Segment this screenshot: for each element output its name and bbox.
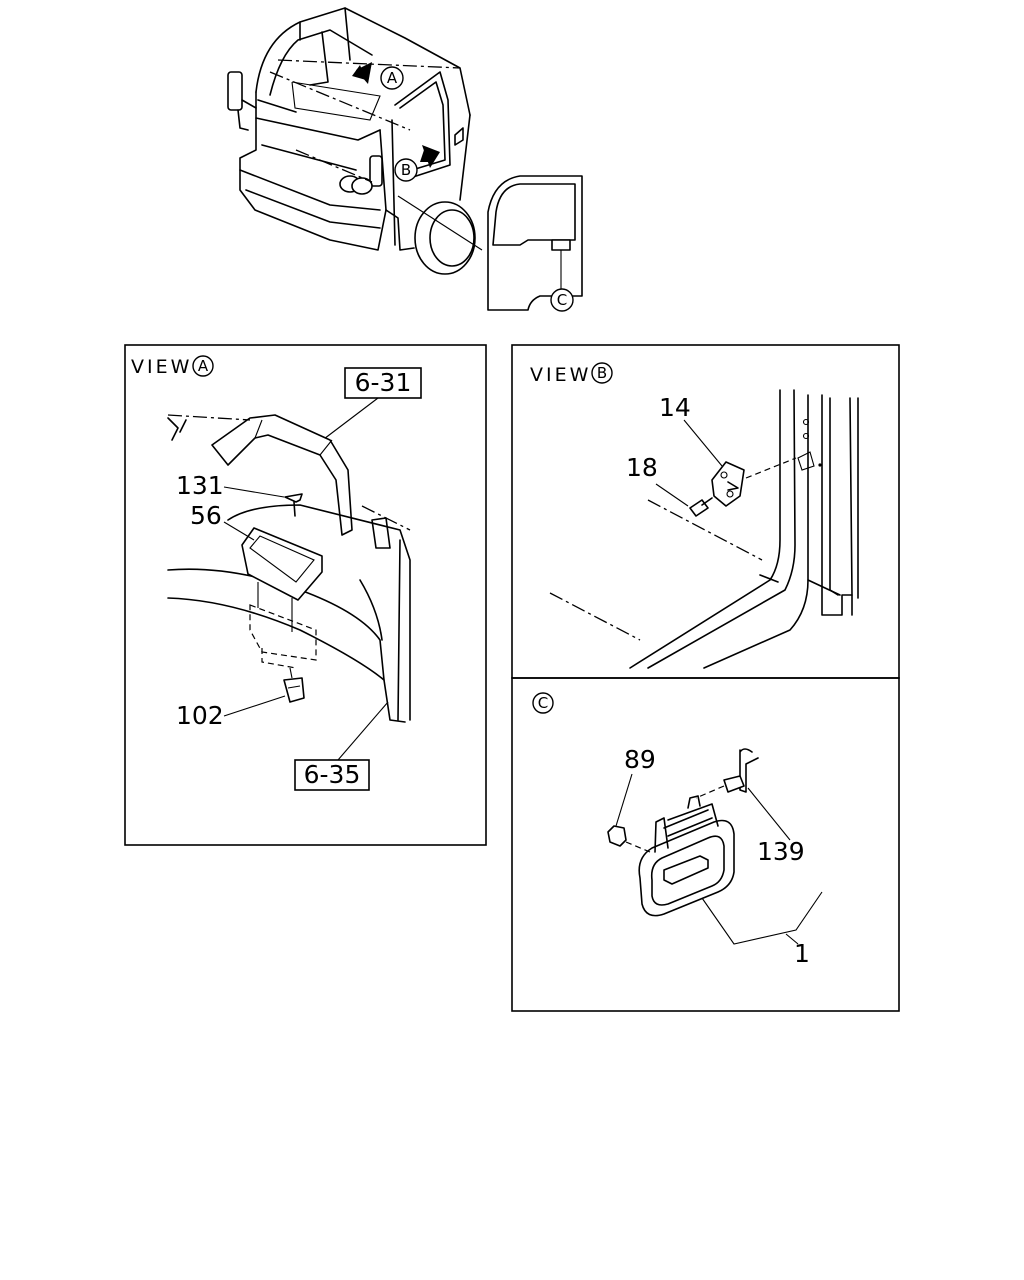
callout-c-circle	[550, 288, 574, 312]
view-a-marker-circle	[192, 355, 214, 377]
view-c-marker-circle	[532, 692, 554, 714]
part-1-label: 1	[794, 939, 810, 968]
ref-6-35-label: 6-35	[304, 760, 361, 789]
panel-view-b: VIEW B 14 18	[511, 344, 900, 679]
view-b-marker: B	[597, 364, 607, 382]
ref-box-6-35	[294, 759, 370, 791]
part-56-label: 56	[190, 501, 222, 530]
panel-view-c: C 89 139 1	[511, 677, 900, 1012]
part-18-label: 18	[626, 453, 658, 482]
callout-b-circle	[394, 158, 418, 182]
part-102-label: 102	[176, 701, 224, 730]
part-139-label: 139	[757, 837, 805, 866]
view-c-marker: C	[538, 694, 548, 712]
panel-view-a: VIEW A 6-31 131 56	[124, 344, 487, 846]
door-detail: C	[487, 175, 583, 312]
ref-box-6-31	[344, 367, 422, 399]
view-a-marker: A	[198, 357, 209, 375]
callout-a-label: A	[387, 69, 398, 87]
ref-6-31-label: 6-31	[355, 368, 412, 397]
part-131-label: 131	[176, 471, 224, 500]
view-a-title: VIEW	[131, 356, 192, 378]
part-89-label: 89	[624, 745, 656, 774]
view-b-title: VIEW	[530, 364, 591, 386]
view-b-marker-circle	[591, 362, 613, 384]
truck-cab-overview: A B	[227, 7, 483, 275]
callout-b-label: B	[401, 161, 411, 179]
callout-c-label: C	[557, 291, 567, 309]
part-14-label: 14	[659, 393, 691, 422]
callout-a-circle	[380, 66, 404, 90]
